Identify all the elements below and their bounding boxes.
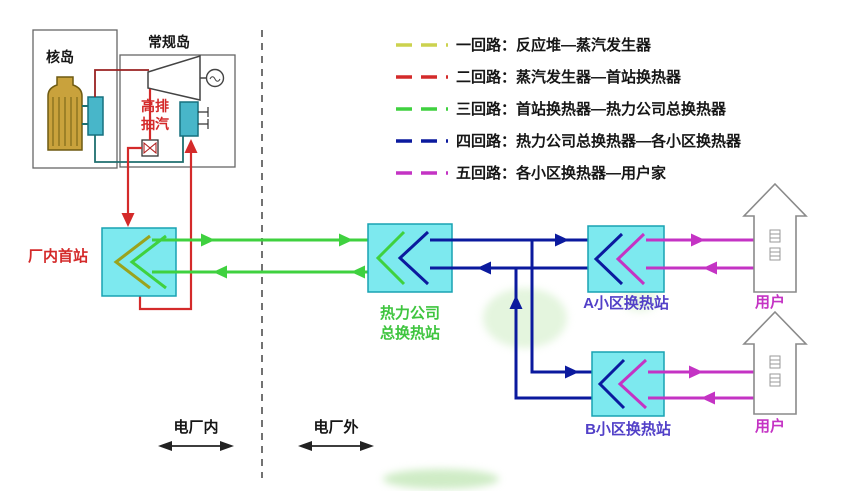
loop3-return-arrow-1 [213,265,227,279]
legend-label-loop4: 四回路：热力公司总换热器—各小区换热器 [456,132,742,150]
loop3-return-arrow-2 [351,265,365,279]
loop2-up-arrow [184,139,198,153]
main-station-label-line2: 总换热站 [380,324,440,342]
nuclear-island: 核岛 [32,29,118,169]
loop2-down-arrow [121,213,135,227]
cooling-water-stubs [198,107,209,129]
legend-item-loop4: 四回路：热力公司总换热器—各小区换热器 [396,132,742,150]
loop5-return-line-b [648,391,754,405]
high-exhaust-label-line1: 高排 [141,98,169,114]
zone-inside: 电厂内 [158,418,234,451]
loop5-supply-arrow-a [691,233,705,247]
condenser [179,101,199,137]
loop5-supply-arrow-b [689,365,703,379]
reactor-vessel [47,76,83,151]
legend-label-loop3: 三回路：首站换热器—热力公司总换热器 [456,100,727,118]
station-a-exchanger-coil-1 [593,232,624,286]
primary-loop-pipes [82,105,88,125]
legend-label-loop2: 二回路：蒸汽发生器—首站换热器 [456,68,682,86]
station-b-exchanger-coil-1 [597,358,626,410]
loop4-supply-line-b [530,240,602,379]
first-station-exchanger-coil-1 [113,234,151,290]
loop5-return-arrow-a [703,261,717,275]
user-a-label: 用户 [755,293,785,311]
loop4-supply-arrow-a [555,233,569,247]
condensate-pipe [94,135,184,163]
user-house-a [742,182,808,293]
loop4-supply-arrow-b [565,365,579,379]
extraction-valve [141,139,159,157]
main-station-exchanger-coil-2 [397,230,430,286]
loop2-supply-line [121,89,152,227]
turbine [147,54,201,101]
conventional-island-label: 常规岛 [148,34,190,50]
steam-generator [87,96,104,136]
loop4-return-arrow-a [477,261,491,275]
station-a [587,225,665,293]
loop2-return-line [138,139,198,311]
first-station-exchanger-coil-2 [129,234,167,290]
nuclear-island-label: 核岛 [46,49,74,65]
main-station-label-line1: 热力公司 [380,304,440,322]
loop5-return-arrow-b [701,391,715,405]
station-a-label: A小区换热站 [583,294,669,312]
high-exhaust-label-line2: 抽汽 [141,116,169,132]
user-house-b [742,310,808,415]
main-exchange-station-box [367,223,453,293]
legend: 一回路：反应堆—蒸汽发生器 二回路：蒸汽发生器—首站换热器 三回路：首站换热器—… [396,36,742,182]
main-station-exchanger-coil-1 [375,230,406,286]
station-b-box [591,351,665,417]
legend-label-loop1: 一回路：反应堆—蒸汽发生器 [456,36,652,54]
main-exchange-station [367,223,453,293]
loop3-supply-line [152,233,400,247]
station-a-exchanger-coil-2 [615,232,646,286]
main-steam-pipe [94,69,149,97]
conventional-island: 常规岛 高排 抽汽 [94,34,236,168]
loop5-return-line-a [646,261,756,275]
user-house-a-windows [769,229,781,261]
plant-first-station-label: 厂内首站 [28,247,88,265]
loop5-supply-line-b [648,365,754,379]
generator [205,68,225,88]
loop5-supply-line-a [646,233,756,247]
station-b-label: B小区换热站 [585,420,671,438]
loop4-return-up-arrow-b [509,295,523,309]
zone-outside-label: 电厂外 [313,418,358,436]
loop3-return-line [152,265,400,279]
loop4-return-line-b [509,268,604,400]
legend-item-loop3: 三回路：首站换热器—热力公司总换热器 [396,100,727,118]
zone-inside-arrow [158,441,234,451]
loop4-supply-line-a [430,233,600,247]
zone-outside-arrow [298,441,374,451]
legend-item-loop2: 二回路：蒸汽发生器—首站换热器 [396,68,682,86]
user-house-b-windows [769,355,781,387]
legend-item-loop5: 五回路：各小区换热器—用户家 [396,164,666,182]
plant-first-station [101,227,177,297]
user-b-label: 用户 [755,417,785,435]
station-b [591,351,665,417]
zone-inside-label: 电厂内 [173,418,218,436]
station-a-box [587,225,665,293]
user-house-b-shape [742,310,808,415]
zone-outside: 电厂外 [298,418,374,451]
legend-label-loop5: 五回路：各小区换热器—用户家 [456,164,666,182]
legend-item-loop1: 一回路：反应堆—蒸汽发生器 [396,36,652,54]
loop3-supply-arrow-2 [339,233,353,247]
loop3-supply-arrow-1 [201,233,215,247]
watermark-smudge [383,288,658,489]
station-b-exchanger-coil-2 [617,358,648,410]
